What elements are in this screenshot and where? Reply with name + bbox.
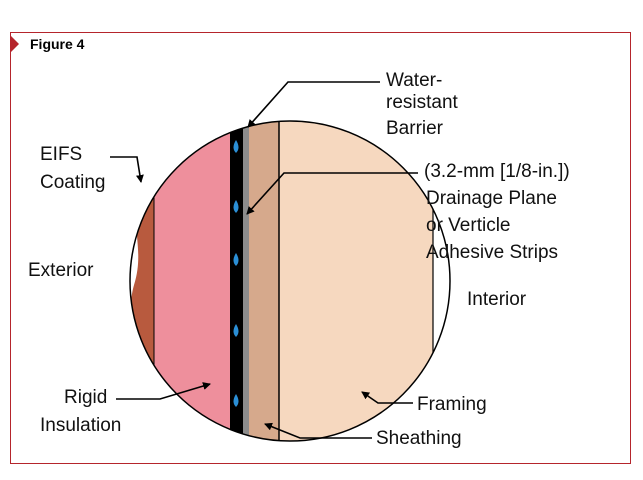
detail-circle-outline xyxy=(129,120,451,442)
water-drop-icon xyxy=(233,324,239,337)
label-drain-2: Drainage Plane xyxy=(426,188,557,209)
label-drain-1: (3.2-mm [1/8-in.]) xyxy=(424,161,570,182)
water-resistant-barrier-layer xyxy=(230,121,243,441)
figure-title: Figure 4 xyxy=(30,36,85,52)
water-drop-icon xyxy=(233,253,239,266)
water-drops xyxy=(233,140,239,407)
label-water-barrier-2: resistant xyxy=(386,92,459,113)
label-rigid-1: Rigid xyxy=(64,387,107,408)
label-eifs-1: EIFS xyxy=(40,144,82,165)
leader-lines xyxy=(110,81,418,439)
label-eifs-2: Coating xyxy=(40,172,106,193)
sheathing-layer xyxy=(249,121,279,441)
label-exterior: Exterior xyxy=(28,260,94,281)
label-sheathing: Sheathing xyxy=(376,428,462,449)
figure-frame xyxy=(10,32,631,464)
label-framing: Framing xyxy=(417,394,487,415)
figure-tag-marker xyxy=(10,35,19,53)
water-drop-icon xyxy=(233,140,239,153)
label-drain-3: or Verticle xyxy=(426,215,510,236)
label-drain-4: Adhesive Strips xyxy=(426,242,558,263)
framing-layer xyxy=(279,121,433,441)
label-rigid-2: Insulation xyxy=(40,415,121,436)
label-water-barrier-1: Water- xyxy=(386,70,442,91)
label-interior: Interior xyxy=(467,289,527,310)
label-water-barrier-3: Barrier xyxy=(386,118,444,139)
water-drop-icon xyxy=(233,200,239,213)
drainage-strip-layer xyxy=(243,121,249,441)
water-drop-icon xyxy=(233,394,239,407)
